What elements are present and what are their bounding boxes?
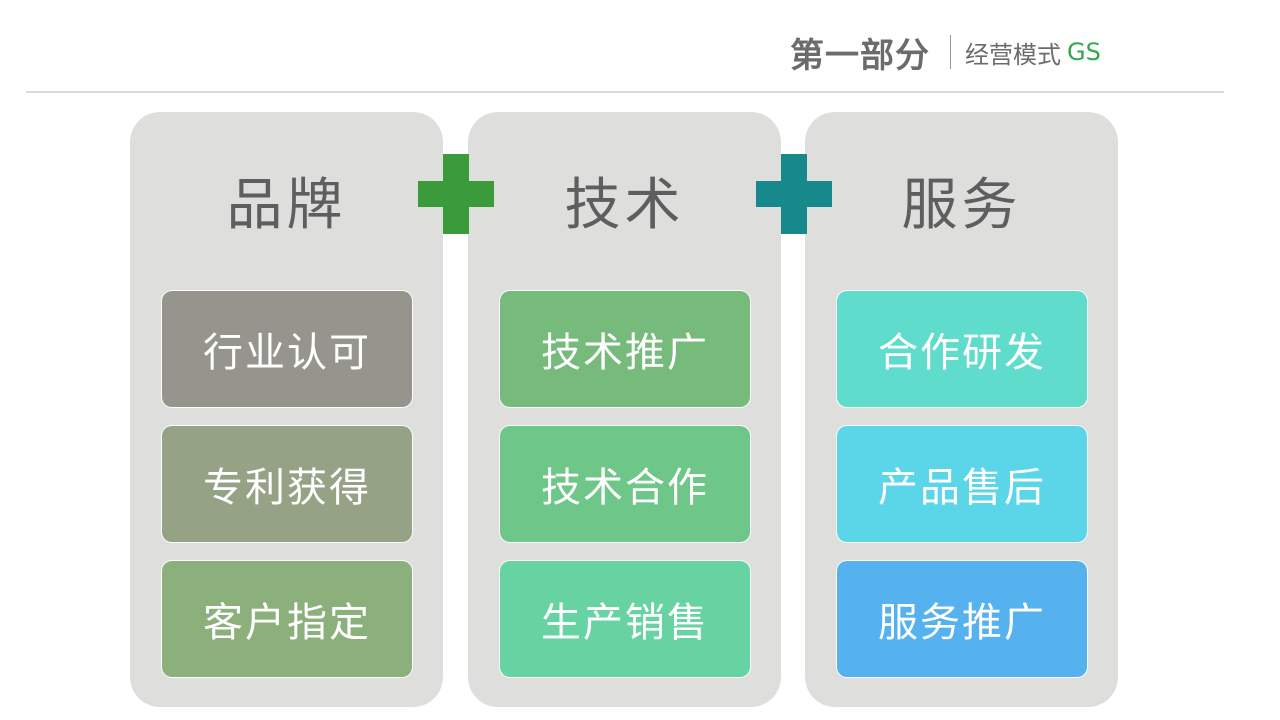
item-production-sales[interactable]: 生产销售	[500, 561, 750, 677]
item-service-promotion[interactable]: 服务推广	[837, 561, 1087, 677]
column-title-brand: 品牌	[226, 173, 347, 238]
item-customer-designated[interactable]: 客户指定	[162, 561, 412, 677]
section-title: 第一部分	[790, 35, 930, 76]
item-tech-cooperation[interactable]: 技术合作	[500, 426, 750, 542]
header-rule	[26, 91, 1224, 93]
header-divider	[950, 35, 951, 69]
plus-icon	[756, 154, 832, 234]
column-title-service: 服务	[901, 173, 1022, 238]
column-title-technology: 技术	[564, 173, 685, 238]
item-industry-recognition[interactable]: 行业认可	[162, 291, 412, 407]
item-tech-promotion[interactable]: 技术推广	[500, 291, 750, 407]
plus-icon	[418, 154, 494, 234]
section-code: GS	[1067, 38, 1101, 66]
column-service: 服务 合作研发 产品售后 服务推广	[805, 112, 1118, 707]
column-brand: 品牌 行业认可 专利获得 客户指定	[130, 112, 443, 707]
column-technology: 技术 技术推广 技术合作 生产销售	[468, 112, 781, 707]
section-subtitle: 经营模式	[965, 40, 1061, 69]
section-header: 第一部分 经营模式 GS	[790, 28, 1101, 76]
item-after-sales[interactable]: 产品售后	[837, 426, 1087, 542]
item-patent-obtained[interactable]: 专利获得	[162, 426, 412, 542]
item-cooperative-rd[interactable]: 合作研发	[837, 291, 1087, 407]
